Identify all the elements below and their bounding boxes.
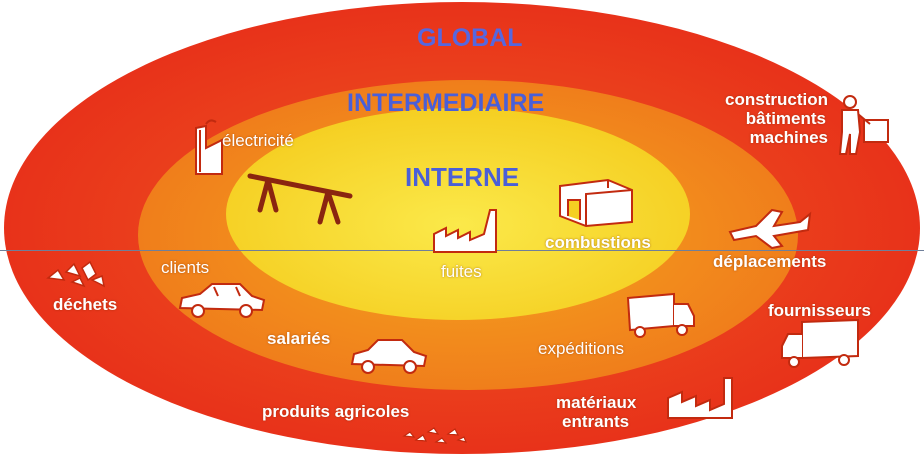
label-electricite: électricité	[222, 131, 294, 150]
label-construction-line1: construction	[725, 90, 828, 109]
zone-title-global: GLOBAL	[417, 24, 523, 52]
delivery-truck-icon	[781, 318, 859, 368]
label-materiaux-entrants: matériaux entrants	[556, 393, 636, 431]
label-construction-line3: machines	[749, 128, 828, 147]
label-materiaux-line1: matériaux	[556, 393, 637, 412]
label-clients: clients	[161, 258, 210, 277]
label-deplacements: déplacements	[713, 252, 827, 271]
construction-worker-icon	[838, 95, 889, 155]
car-icon	[178, 283, 266, 318]
zone-title-interne: INTERNE	[405, 162, 520, 192]
truck-icon	[626, 292, 695, 338]
label-expeditions: expéditions	[538, 339, 625, 358]
label-fuites: fuites	[441, 262, 482, 281]
zone-title-intermediaire: INTERMEDIAIRE	[347, 89, 545, 117]
power-plant-icon	[195, 119, 223, 175]
label-dechets: déchets	[53, 295, 118, 314]
factory-icon	[433, 209, 497, 253]
waste-icon	[46, 260, 106, 288]
airplane-icon	[728, 208, 812, 250]
internal-ellipse	[226, 108, 690, 320]
label-construction-line2: bâtiments	[745, 109, 826, 128]
label-fournisseurs: fournisseurs	[768, 301, 871, 320]
building-icon	[559, 178, 633, 228]
label-salaries: salariés	[267, 329, 331, 348]
crops-icon	[402, 427, 467, 444]
label-construction: construction bâtiments machines	[725, 90, 828, 147]
power-line-icon	[247, 173, 353, 225]
car-icon	[350, 339, 428, 374]
label-combustions: combustions	[545, 233, 651, 252]
label-produits-agricoles: produits agricoles	[262, 402, 410, 421]
industry-icon	[667, 377, 733, 419]
label-materiaux-line2: entrants	[562, 412, 630, 431]
